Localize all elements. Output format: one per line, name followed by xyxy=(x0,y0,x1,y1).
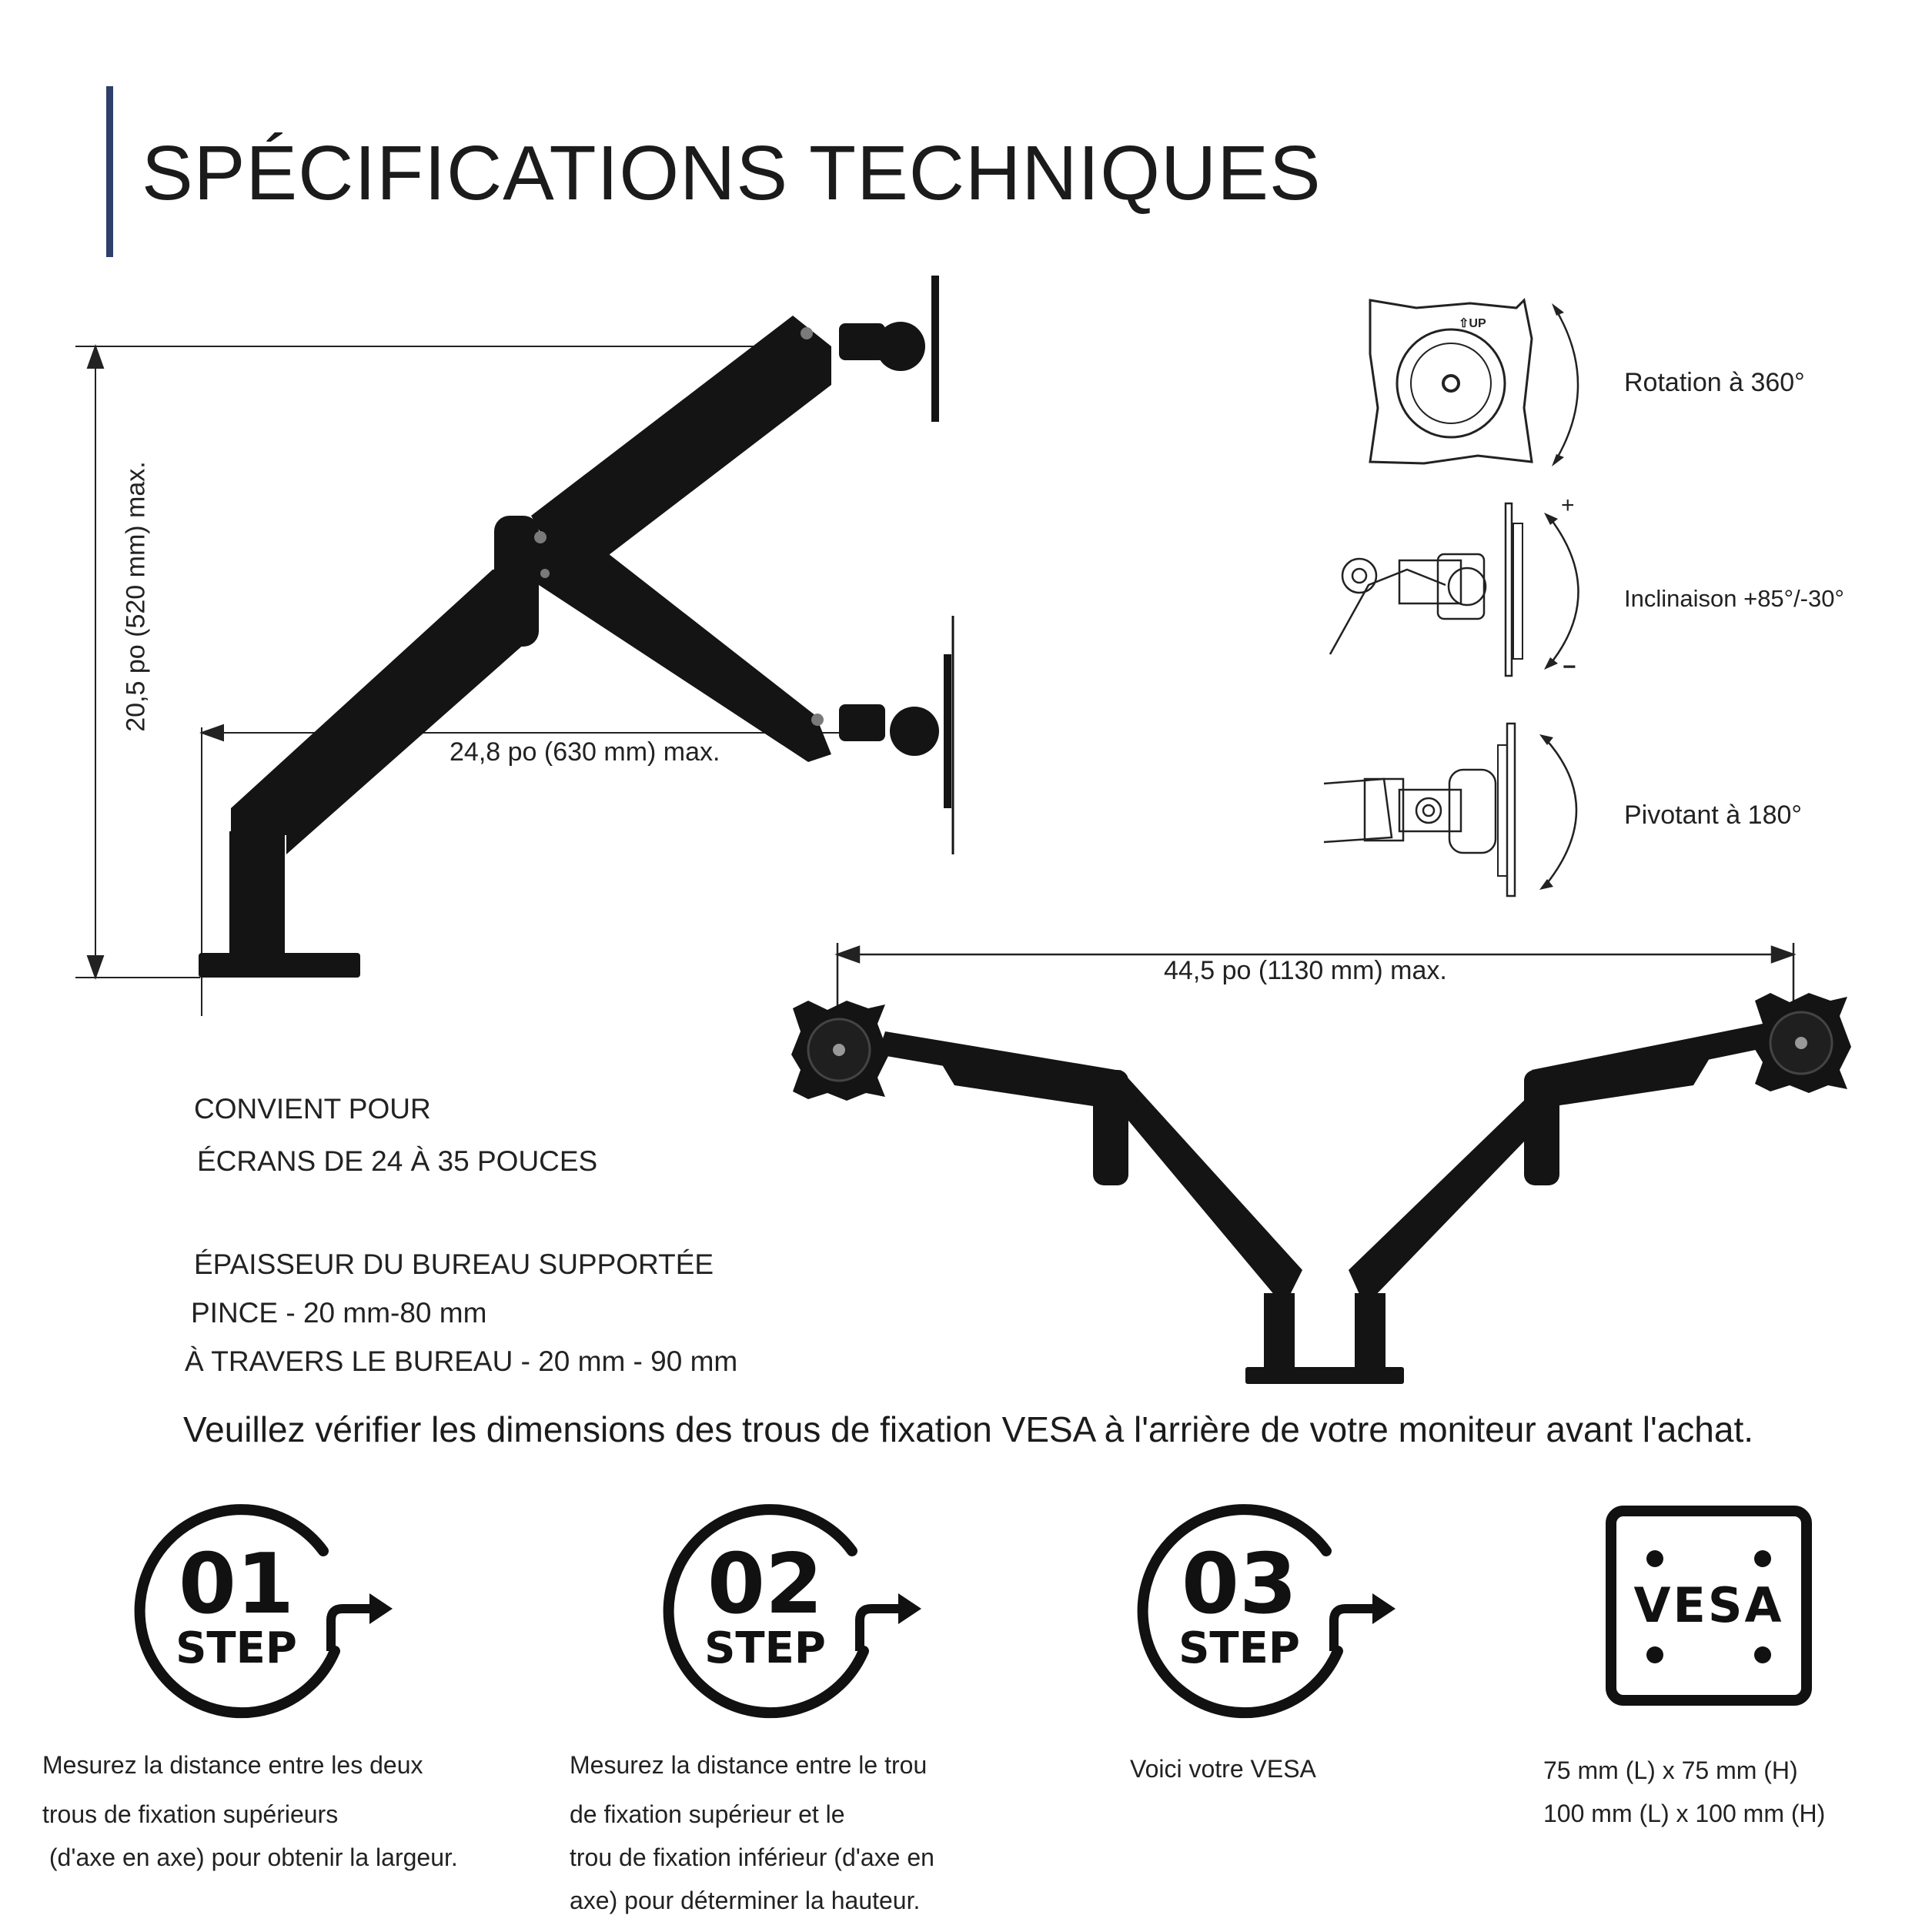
vesa-plate-up-label: ⇧UP xyxy=(1459,317,1486,330)
step-02-line-1: Mesurez la distance entre le trou xyxy=(570,1751,928,1779)
rotation-icon xyxy=(1369,297,1579,466)
reach-dimension-label: 24,8 po (630 mm) max. xyxy=(450,737,720,767)
step-02-line-2: de fixation supérieur et le xyxy=(570,1800,845,1828)
step-02-number: 02 xyxy=(707,1536,823,1633)
page-title: SPÉCIFICATIONS TECHNIQUES xyxy=(142,130,1322,216)
step-01-line-2: trous de fixation supérieurs xyxy=(42,1800,339,1828)
desk-grommet-range: À TRAVERS LE BUREAU - 20 mm - 90 mm xyxy=(185,1345,738,1377)
step-01-number: 01 xyxy=(179,1536,294,1633)
step-02-description: Mesurez la distance entre le trou de fix… xyxy=(570,1743,934,1922)
fits-line-2: ÉCRANS DE 24 À 35 POUCES xyxy=(197,1145,598,1177)
step-01-word: STEP xyxy=(175,1623,297,1673)
vesa-size-75: 75 mm (L) x 75 mm (H) xyxy=(1543,1757,1798,1784)
step-02-line-4: axe) pour déterminer la hauteur. xyxy=(570,1887,921,1914)
step-03-line-1: Voici votre VESA xyxy=(1130,1755,1316,1783)
step-02-line-3: trou de fixation inférieur (d'axe en xyxy=(570,1843,934,1871)
step-03-number: 03 xyxy=(1182,1536,1297,1633)
desk-thickness-title: ÉPAISSEUR DU BUREAU SUPPORTÉE xyxy=(194,1248,714,1280)
vesa-notice: Veuillez vérifier les dimensions des tro… xyxy=(183,1409,1754,1449)
step-01-line-1: Mesurez la distance entre les deux xyxy=(42,1751,423,1779)
desk-clamp-range: PINCE - 20 mm-80 mm xyxy=(191,1297,487,1329)
swivel-icon xyxy=(1323,722,1578,897)
feature-rotation-label: Rotation à 360° xyxy=(1624,368,1805,397)
height-dimension-line xyxy=(75,344,777,980)
step-03-word: STEP xyxy=(1178,1623,1300,1673)
dual-arm xyxy=(791,993,1851,1384)
step-03-description: Voici votre VESA xyxy=(1130,1747,1316,1790)
feature-tilt-label: Inclinaison +85°/-30° xyxy=(1624,585,1844,612)
step-01-badge: 01 STEP xyxy=(134,1504,393,1719)
span-dimension-label: 44,5 po (1130 mm) max. xyxy=(1164,956,1447,985)
single-arm xyxy=(199,276,954,978)
step-02-word: STEP xyxy=(704,1623,826,1673)
step-01-line-3: (d'axe en axe) pour obtenir la largeur. xyxy=(42,1843,458,1871)
vesa-sizes: 75 mm (L) x 75 mm (H) 100 mm (L) x 100 m… xyxy=(1543,1749,1825,1835)
fits-line-1: CONVIENT POUR xyxy=(194,1093,431,1125)
tilt-icon xyxy=(1329,502,1579,677)
title-accent-bar xyxy=(106,86,113,257)
tilt-plus-mark: + xyxy=(1561,493,1575,518)
step-01-description: Mesurez la distance entre les deux trous… xyxy=(42,1743,458,1879)
tilt-minus-mark: − xyxy=(1563,654,1576,680)
vesa-badge: VESA xyxy=(1606,1506,1812,1706)
step-02-badge: 02 STEP xyxy=(663,1504,921,1719)
vesa-size-100: 100 mm (L) x 100 mm (H) xyxy=(1543,1800,1826,1827)
step-03-badge: 03 STEP xyxy=(1137,1504,1396,1719)
feature-swivel-label: Pivotant à 180° xyxy=(1624,801,1802,830)
vesa-badge-text: VESA xyxy=(1634,1577,1784,1633)
